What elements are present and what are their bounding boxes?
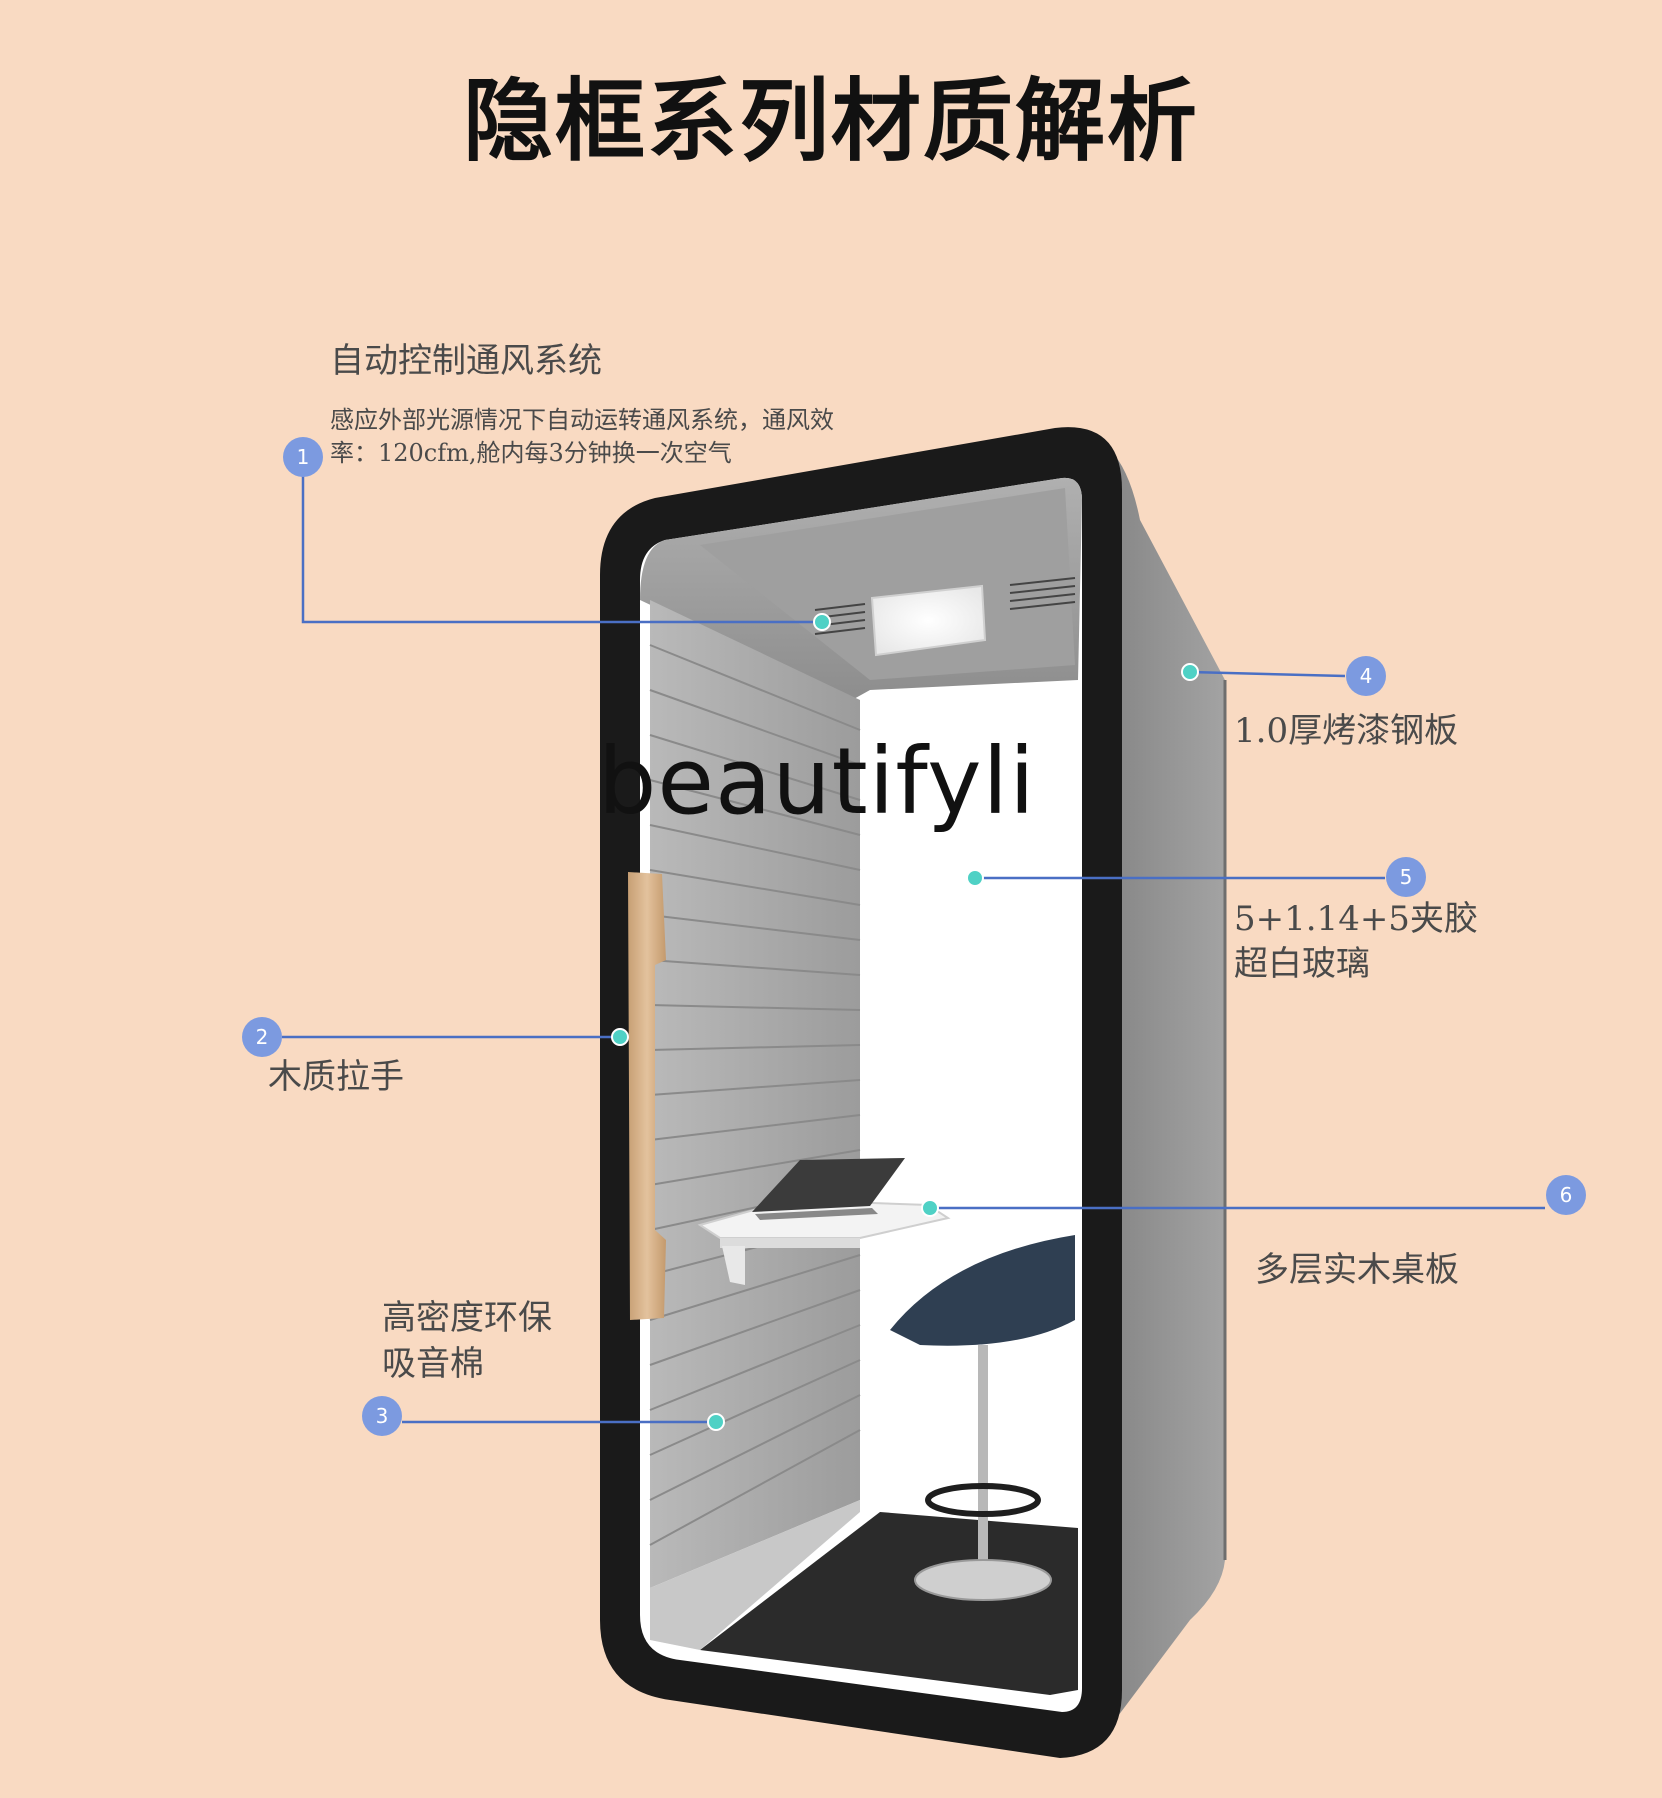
callout-label-desk: 多层实木桌板	[1255, 1250, 1459, 1290]
callout-label-steel-panel: 1.0厚烤漆钢板	[1234, 711, 1459, 751]
ceiling-light	[870, 584, 987, 657]
callout-description-ventilation: 感应外部光源情况下自动运转通风系统，通风效率：120cfm,舱内每3分钟换一次空…	[330, 406, 834, 467]
callout-label-ventilation: 自动控制通风系统	[330, 341, 602, 381]
callout-badge-4: 4	[1346, 656, 1386, 696]
watermark-text: beautifyli	[598, 728, 1036, 835]
callout-badge-1: 1	[283, 437, 323, 477]
callout-badge-2: 2	[242, 1017, 282, 1057]
callout-label-glass-line2: 超白玻璃	[1234, 944, 1370, 984]
wooden-handle	[628, 872, 666, 1320]
chair-pole	[978, 1345, 988, 1560]
callout-label-glass-line1: 5+1.14+5夹胶	[1234, 899, 1478, 939]
ventilation-grille	[814, 577, 1076, 635]
leader-lines	[282, 457, 1545, 1424]
acoustic-wall	[650, 600, 860, 1588]
callout-badge-6: 6	[1546, 1175, 1586, 1215]
callout-dots	[611, 613, 1199, 1431]
page-title: 隐框系列材质解析	[463, 69, 1199, 174]
laptop	[752, 1158, 905, 1212]
callout-badge-3: 3	[362, 1396, 402, 1436]
chair-base	[914, 1559, 1052, 1601]
callout-label-acoustic-line1: 高密度环保	[382, 1298, 552, 1338]
chair-seat	[890, 1235, 1075, 1346]
callout-badge-5: 5	[1386, 857, 1426, 897]
callout-label-acoustic-line2: 吸音棉	[382, 1344, 484, 1384]
callout-label-handle: 木质拉手	[268, 1057, 404, 1097]
